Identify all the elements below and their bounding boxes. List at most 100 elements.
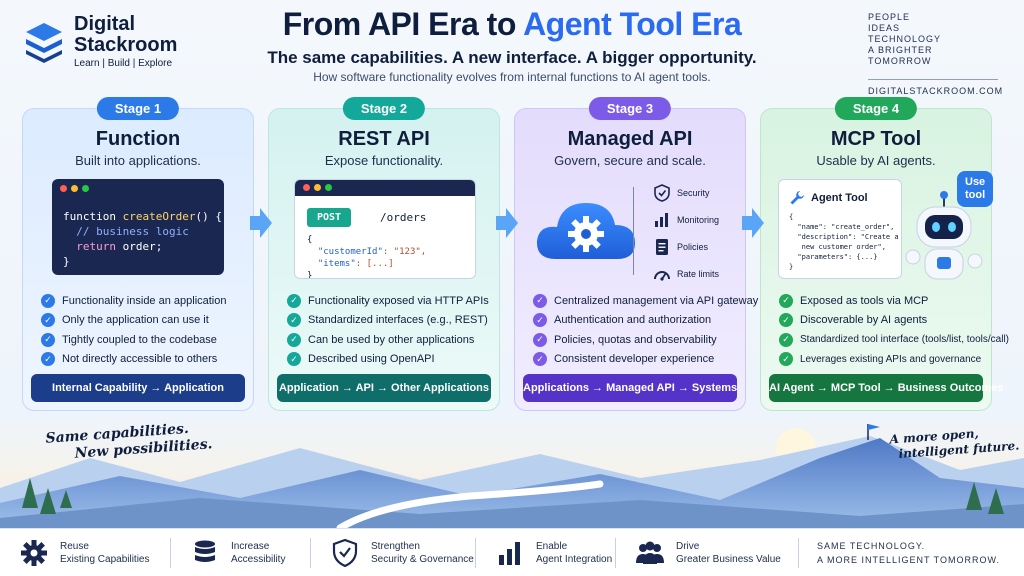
stage-4-subtitle: Usable by AI agents. [816,153,936,168]
check-icon: ✓ [287,313,301,328]
landscape-illustration [0,418,1024,528]
stage-1-pill: Stage 1 [96,97,180,120]
check-icon: ✓ [287,332,301,347]
stage-1-title: Function [95,128,181,150]
list-item: ✓Not directly accessible to others [41,350,247,370]
cloud-gear-icon [536,203,635,259]
gauge-icon [654,270,670,281]
check-icon: ✓ [287,352,301,367]
endpoint-path: /orders [380,211,427,224]
stage-1-flow: Internal Capability → Application [31,374,245,402]
shield-icon [332,538,358,567]
use-tool-bubble: Use tool [957,171,994,207]
wrench-icon [790,191,804,205]
api-request-card: POST /orders { "customerId": "123", "ite… [294,179,476,279]
check-icon: ✓ [41,352,55,367]
bar-chart-icon [655,212,668,227]
stage-2-card: Stage 2 REST API Expose functionality. P… [268,97,500,411]
code-lines: function createOrder() { // business log… [63,210,222,268]
code-editor: function createOrder() { // business log… [52,179,224,275]
list-item: ✓Consistent developer experience [533,350,739,370]
stage-2-title: REST API [338,128,430,150]
check-icon: ✓ [41,293,55,308]
check-icon: ✓ [287,293,301,308]
list-item: ✓Described using OpenAPI [287,350,493,370]
request-body: { "customerId": "123", "items": [...] } [307,235,427,279]
list-item: ✓Discoverable by AI agents [779,311,985,331]
people-line: IDEAS [868,23,901,33]
feature-security: Security [653,179,719,206]
list-item: ✓Standardized tool interface (tools/list… [779,330,1009,350]
list-item: ✓Centralized management via API gateway [533,291,758,311]
feature-monitoring: Monitoring [653,206,719,233]
list-item: ✓Standardized interfaces (e.g., REST) [287,311,493,331]
agent-tool-card: Agent Tool { "name": "create_order", "de… [778,179,902,279]
check-icon: ✓ [779,332,793,347]
arrow-right-icon [496,208,518,238]
document-icon [656,238,668,255]
check-icon: ✓ [533,313,547,328]
brand-logo[interactable]: Digital Stackroom Learn | Build | Explor… [22,14,177,69]
connector-line [633,187,653,275]
agent-tool-json: { "name": "create_order", "description":… [789,213,899,271]
stage-3-title: Managed API [567,128,693,150]
site-link[interactable]: DIGITALSTACKROOM.COM [868,79,1002,97]
managed-features: Security Monitoring Policies Rate limits [653,179,719,287]
stage-3-pill: Stage 3 [588,97,672,120]
gear-icon [21,539,47,566]
check-icon: ✓ [533,332,547,347]
list-item: ✓Functionality inside an application [41,291,247,311]
database-icon [195,540,215,562]
http-method-badge: POST [307,208,352,227]
brand-name-line1: Digital [74,13,136,35]
stage-4-title: MCP Tool [830,128,922,150]
people-line: TECHNOLOGY [868,34,942,44]
page-title: From API Era to Agent Tool Era [0,6,1024,43]
check-icon: ✓ [779,352,793,367]
check-icon: ✓ [41,332,55,347]
stage-3-flow: Applications → Managed API → Systems [523,374,737,402]
page-tagline: How software functionality evolves from … [313,70,711,84]
list-item: ✓Authentication and authorization [533,311,739,331]
stack-logo-icon [26,22,62,63]
bar-chart-icon [499,541,520,565]
stage-3-checklist: ✓Centralized management via API gateway … [533,291,758,370]
feature-rate-limits: Rate limits [653,260,719,287]
stage-4-checklist: ✓Exposed as tools via MCP ✓Discoverable … [779,291,1009,369]
title-part-1: From API Era to [282,6,524,42]
list-item: ✓Exposed as tools via MCP [779,291,985,311]
check-icon: ✓ [779,293,793,308]
window-dots [303,184,332,191]
robot-icon [905,191,983,280]
list-item: ✓Policies, quotas and observability [533,330,739,350]
title-part-2: Agent Tool Era [523,6,742,42]
brand-tagline: Learn | Build | Explore [74,58,173,69]
stage-2-flow: Application → API → Other Applications [277,374,491,402]
stage-4-pill: Stage 4 [834,97,918,120]
list-item: ✓Can be used by other applications [287,330,493,350]
list-item: ✓Only the application can use it [41,311,247,331]
agent-tool-title: Agent Tool [811,192,868,204]
arrow-right-icon [742,208,764,238]
closing-statement: SAME TECHNOLOGY. A MORE INTELLIGENT TOMO… [797,537,1024,568]
people-line: A BRIGHTER TOMORROW [868,45,933,66]
check-icon: ✓ [533,293,547,308]
check-icon: ✓ [533,352,547,367]
arrow-right-icon [250,208,272,238]
people-block: PEOPLE IDEAS TECHNOLOGY A BRIGHTER TOMOR… [868,12,1002,97]
stage-2-checklist: ✓Functionality exposed via HTTP APIs ✓St… [287,291,493,369]
feature-policies: Policies [653,233,719,260]
people-icon [636,541,664,564]
stage-4-card: Stage 4 MCP Tool Usable by AI agents. Ag… [760,97,1009,411]
page-subtitle: The same capabilities. A new interface. … [267,48,757,67]
stage-3-subtitle: Govern, secure and scale. [554,153,706,168]
brand-name-line2: Stackroom [74,34,178,56]
stage-4-flow: AI Agent → MCP Tool → Business Outcomes [769,374,1004,402]
stage-1-card: Stage 1 Function Built into applications… [22,97,254,411]
window-dots [60,185,89,192]
